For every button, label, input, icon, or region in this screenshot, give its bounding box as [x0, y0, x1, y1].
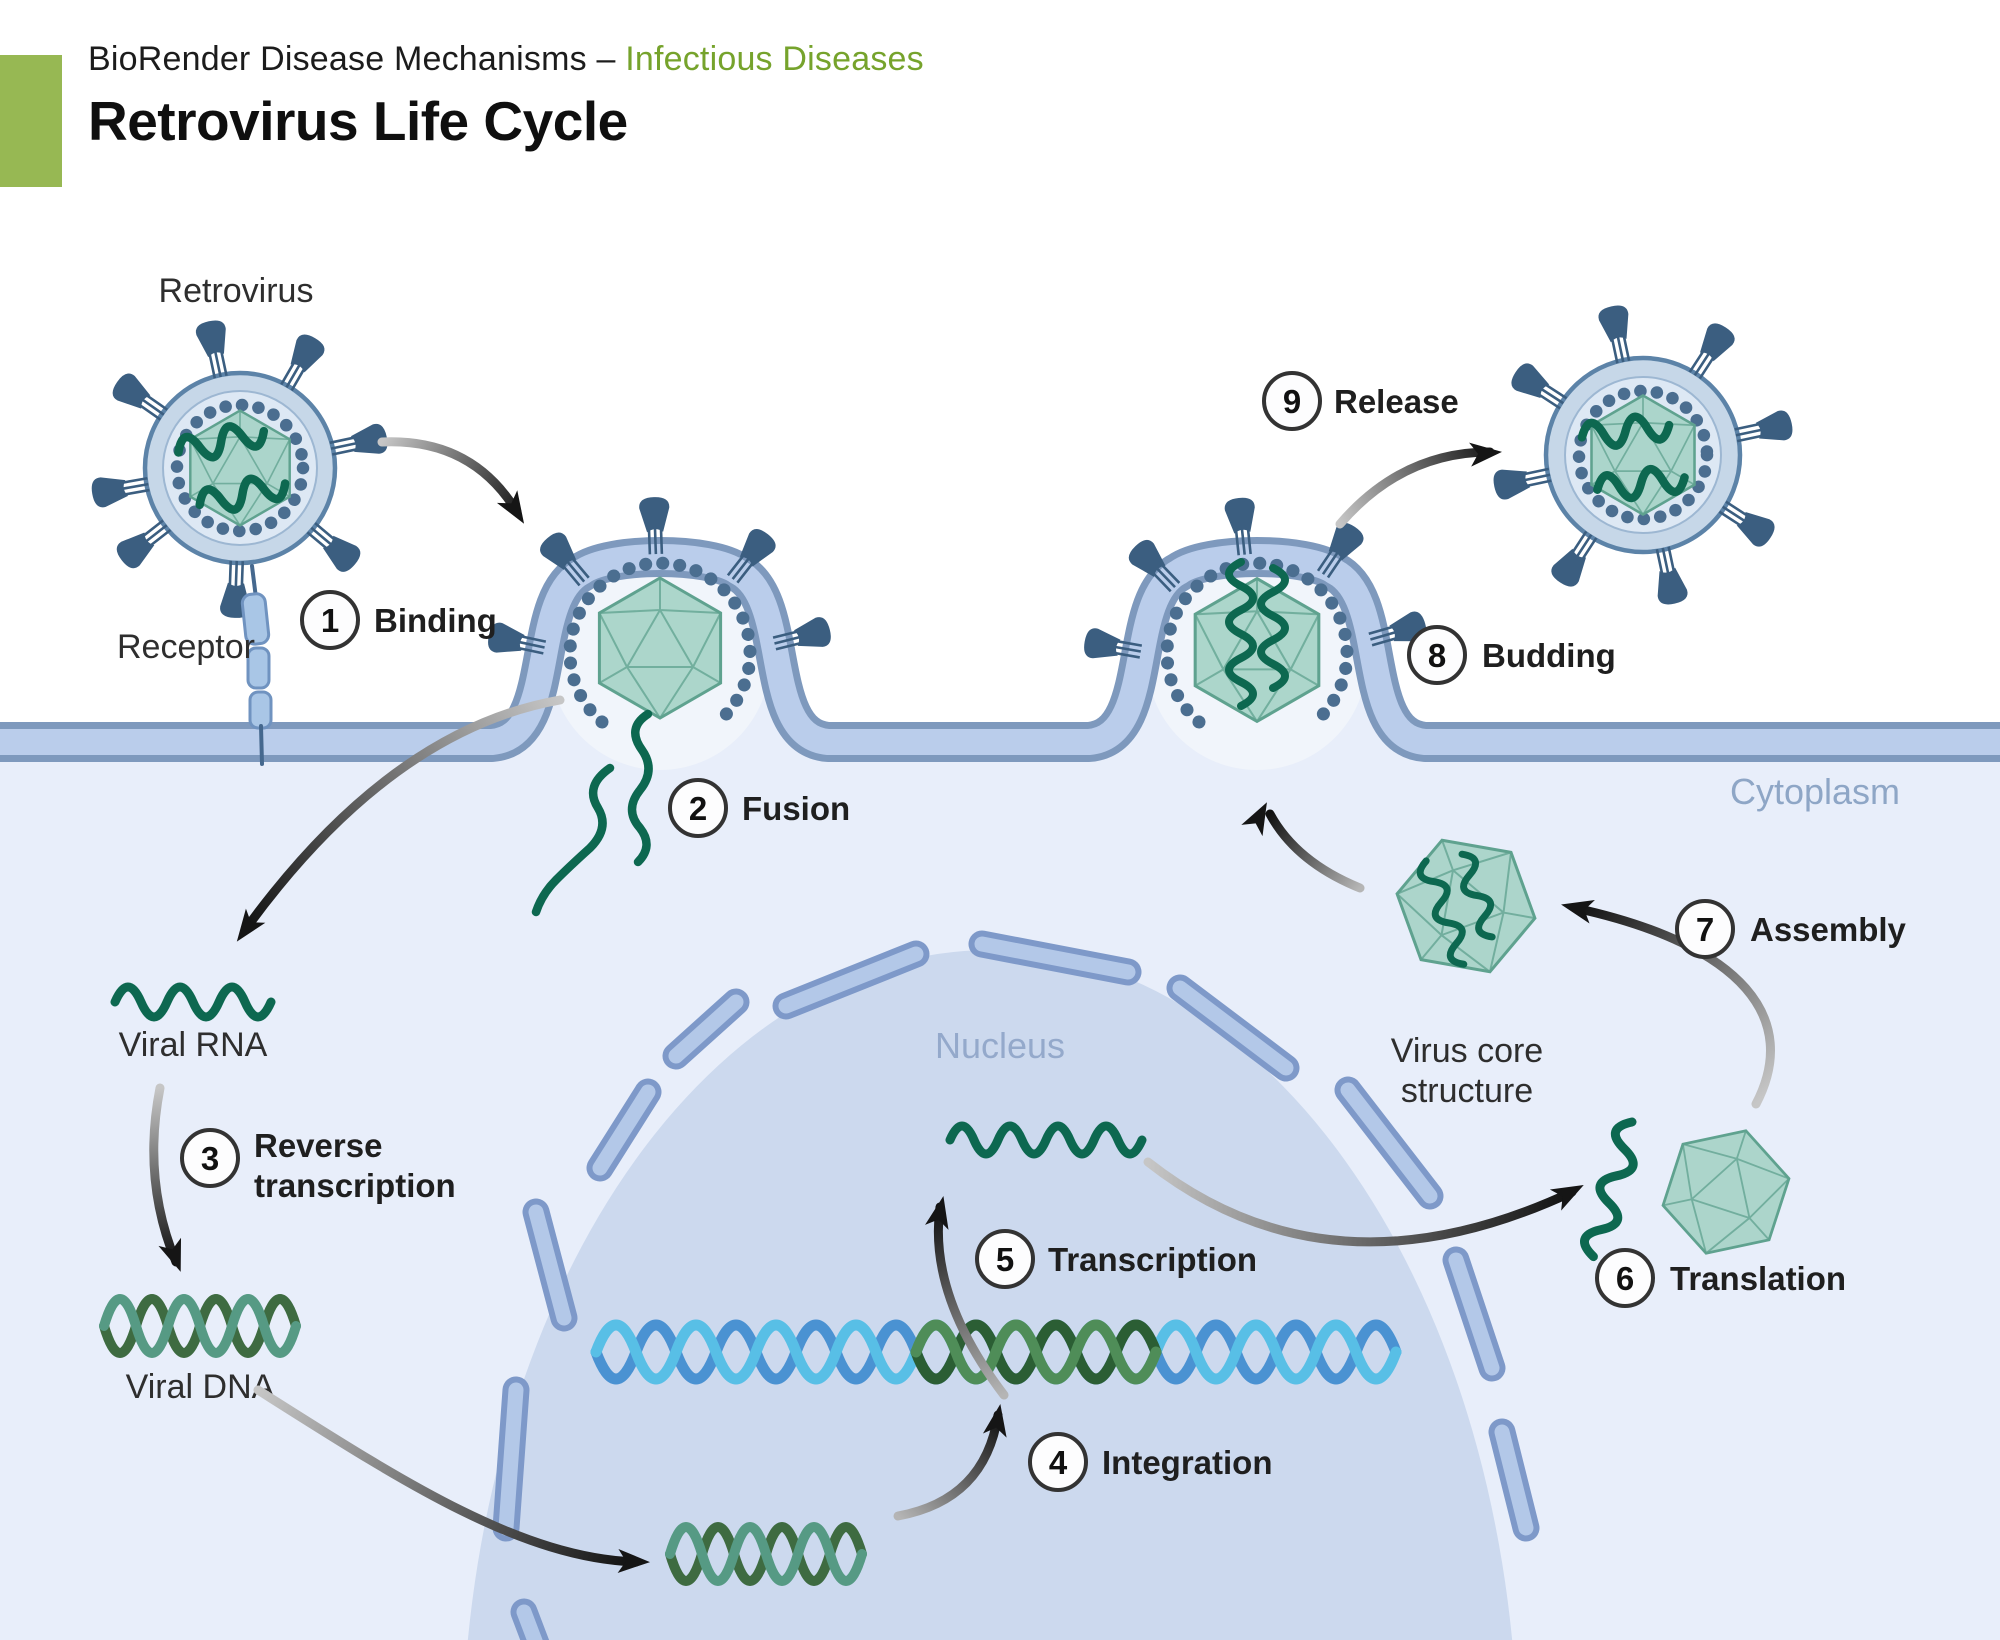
- process-arrows: [149, 437, 1775, 1575]
- series-highlight: Infectious Diseases: [625, 40, 924, 78]
- step-5-transcription: 5 Transcription: [975, 1229, 1257, 1289]
- step-7-assembly: 7 Assembly: [1675, 899, 1907, 959]
- mrna-strand: [945, 1121, 1147, 1159]
- svg-text:Budding: Budding: [1482, 637, 1616, 674]
- arrow-nuclear-export: [1143, 1157, 1577, 1247]
- svg-text:8: 8: [1428, 637, 1446, 674]
- svg-text:Fusion: Fusion: [742, 790, 850, 827]
- retrovirus-label: Retrovirus: [159, 272, 314, 310]
- svg-text:1: 1: [321, 602, 339, 639]
- fusion-rna-strands: [531, 709, 653, 917]
- svg-text:Transcription: Transcription: [1048, 1241, 1257, 1278]
- virus-core-structure: Virus core structure: [1383, 817, 1549, 1110]
- svg-text:transcription: transcription: [254, 1167, 456, 1204]
- arrow-integration: [893, 1410, 1003, 1521]
- svg-text:6: 6: [1616, 1260, 1634, 1297]
- step-3-reverse-transcription: 3 Reverse transcription: [180, 1127, 456, 1204]
- nuclear-envelope: [492, 930, 1540, 1640]
- cytoplasm-label: Cytoplasm: [1730, 771, 1900, 812]
- virus-core-label-line2: structure: [1401, 1072, 1533, 1110]
- nucleus-region: [467, 950, 1513, 1640]
- arrow-assembly: [1570, 903, 1775, 1109]
- svg-text:Binding: Binding: [374, 602, 497, 639]
- arrow-fusion-to-rna: [240, 695, 565, 935]
- viral-rna: Viral RNA: [110, 982, 276, 1064]
- viral-dna-in-nucleus: [665, 1522, 867, 1586]
- svg-text:5: 5: [996, 1241, 1014, 1278]
- step-2-fusion: 2 Fusion: [668, 778, 850, 838]
- genomic-rna: [1577, 412, 1689, 503]
- receptor: Receptor: [117, 564, 273, 766]
- retrovirus-virion: Retrovirus: [88, 272, 392, 620]
- svg-text:Release: Release: [1334, 383, 1459, 420]
- header: BioRender Disease Mechanisms – Infectiou…: [88, 40, 924, 153]
- svg-text:Reverse: Reverse: [254, 1127, 382, 1164]
- svg-text:Integration: Integration: [1102, 1444, 1273, 1481]
- svg-text:2: 2: [689, 790, 707, 827]
- budding-virion: [1080, 495, 1431, 729]
- svg-text:Translation: Translation: [1670, 1260, 1846, 1297]
- plasma-membrane: [0, 537, 2000, 762]
- step-1-binding: 1 Binding: [300, 590, 497, 650]
- arrow-binding: [377, 437, 522, 517]
- svg-text:7: 7: [1696, 911, 1714, 948]
- viral-rna-label: Viral RNA: [119, 1026, 268, 1064]
- svg-text:4: 4: [1049, 1444, 1068, 1481]
- page-title: Retrovirus Life Cycle: [88, 90, 628, 152]
- viral-dna: Viral DNA: [99, 1294, 301, 1406]
- nucleus-label: Nucleus: [935, 1025, 1065, 1066]
- host-dna: [590, 1319, 1402, 1385]
- virus-core-label-line1: Virus core: [1391, 1032, 1543, 1070]
- budding-rna-strands: [1225, 558, 1289, 710]
- viral-dna-label: Viral DNA: [126, 1368, 275, 1406]
- svg-text:Assembly: Assembly: [1750, 911, 1907, 948]
- arrow-release: [1335, 447, 1495, 529]
- released-virion: [1489, 301, 1797, 609]
- integrated-viral-dna: [910, 1319, 1162, 1385]
- series-title: BioRender Disease Mechanisms – Infectiou…: [88, 40, 924, 79]
- brand-accent-bar: [0, 55, 62, 187]
- step-4-integration: 4 Integration: [1028, 1432, 1273, 1492]
- svg-text:9: 9: [1283, 383, 1301, 420]
- step-8-budding: 8 Budding: [1407, 625, 1616, 685]
- step-6-translation: 6 Translation: [1595, 1248, 1846, 1308]
- fusing-virion: [484, 495, 835, 917]
- translated-rna: [1580, 1117, 1638, 1262]
- translation-products: [1580, 1112, 1801, 1272]
- arrow-nuclear-import: [253, 1385, 641, 1567]
- arrow-transcription: [933, 1202, 1009, 1400]
- svg-text:3: 3: [201, 1140, 219, 1177]
- receptor-label: Receptor: [117, 628, 255, 666]
- core-rna: [1416, 850, 1496, 968]
- step-9-release: 9 Release: [1262, 371, 1459, 431]
- series-prefix: BioRender Disease Mechanisms –: [88, 40, 626, 78]
- arrow-to-budding: [1265, 809, 1365, 893]
- genomic-rna: [174, 422, 290, 514]
- arrow-reverse-transcription: [149, 1083, 181, 1267]
- step-markers: 1 Binding 2 Fusion 3 Reverse transcripti…: [180, 371, 1907, 1492]
